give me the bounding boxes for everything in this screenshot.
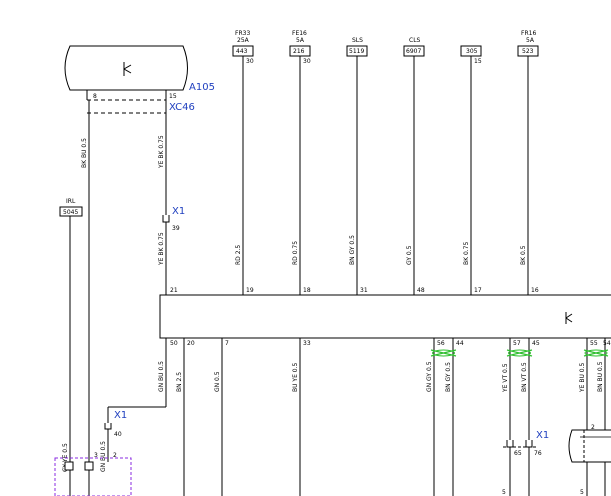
svg-text:21: 21 (170, 287, 178, 294)
svg-text:48: 48 (417, 287, 425, 294)
partial-component-right: 2 5 (568, 424, 611, 496)
svg-text:GN 0.5: GN 0.5 (214, 371, 221, 392)
svg-text:2: 2 (591, 424, 595, 431)
partial-connector-left: 3 2 (54, 452, 132, 496)
svg-text:5A: 5A (526, 37, 535, 44)
a105-label: A105 (189, 82, 215, 93)
fuse-fe16: FE16 5A 216 30 RD 0.75 (289, 30, 311, 295)
svg-text:BU YE 0.5: BU YE 0.5 (292, 362, 299, 392)
wire-left-gn-label: GN BU 0.5 (100, 441, 107, 472)
svg-text:BN BU 0.5: BN BU 0.5 (597, 361, 604, 392)
svg-text:5119: 5119 (349, 48, 364, 55)
module-bottom-pins: 50 20 7 33 56 44 57 45 55 54 (170, 340, 611, 347)
main-module[interactable] (159, 294, 611, 339)
svg-text:BN GY 0.5: BN GY 0.5 (445, 362, 452, 392)
svg-text:BK 0.75: BK 0.75 (463, 242, 470, 266)
xc46-label: XC46 (169, 102, 195, 113)
svg-text:20: 20 (187, 340, 195, 347)
svg-text:55: 55 (590, 340, 598, 347)
svg-text:443: 443 (236, 48, 248, 55)
svg-text:50: 50 (170, 340, 178, 347)
svg-text:GN BU 0.5: GN BU 0.5 (158, 361, 165, 392)
svg-text:6907: 6907 (406, 48, 421, 55)
svg-text:15: 15 (474, 58, 482, 65)
svg-text:FE16: FE16 (292, 30, 307, 37)
svg-text:X1: X1 (536, 430, 549, 441)
svg-text:30: 30 (303, 58, 311, 65)
fuse-fr16: FR16 5A 523 BK 0.5 (517, 30, 539, 295)
svg-text:523: 523 (522, 48, 534, 55)
svg-text:GN GY 0.5: GN GY 0.5 (426, 361, 433, 392)
wire-a105-right-label: YE BK 0.75 (158, 135, 165, 169)
irl-name: IRL (66, 198, 76, 205)
wire-a105-left-label: BK BU 0.5 (81, 138, 88, 168)
wire-left-gy-label: GY YE 0.5 (62, 443, 69, 472)
svg-text:BN VT 0.5: BN VT 0.5 (521, 362, 528, 392)
fuse-fr33: FR33 25A 443 30 RD 2.5 (232, 30, 254, 295)
svg-text:56: 56 (437, 340, 445, 347)
svg-text:76: 76 (534, 450, 542, 457)
svg-text:SLS: SLS (352, 37, 363, 44)
svg-text:RD 2.5: RD 2.5 (235, 245, 242, 265)
svg-text:305: 305 (466, 48, 478, 55)
x1a-label: X1 (172, 206, 185, 217)
svg-text:57: 57 (513, 340, 521, 347)
svg-text:RD 0.75: RD 0.75 (292, 241, 299, 265)
fuse-305: 305 15 BK 0.75 (460, 45, 482, 295)
pin-label: 5 (502, 489, 506, 496)
svg-text:17: 17 (474, 287, 482, 294)
twisted-pair-55-54[interactable]: YE BU 0.5 BN BU 0.5 (579, 338, 609, 430)
xc46-pin-left: 8 (93, 93, 97, 100)
wire-50[interactable]: GN BU 0.5 (107, 338, 167, 423)
twisted-pair-56-44[interactable]: GN GY 0.5 BN GY 0.5 (426, 338, 457, 496)
svg-text:25A: 25A (237, 37, 250, 44)
irl-code: 5045 (63, 209, 78, 216)
svg-text:30: 30 (246, 58, 254, 65)
fuse-sls: SLS 5119 BN GY 0.5 (346, 37, 368, 295)
irl-terminal: IRL 5045 (59, 198, 83, 496)
svg-text:44: 44 (456, 340, 464, 347)
svg-text:BN 2.5: BN 2.5 (176, 372, 183, 392)
module-top-pins: 21 19 18 31 48 17 16 (170, 287, 539, 294)
x1a-pin: 39 (172, 225, 180, 232)
svg-text:40: 40 (114, 431, 122, 438)
a105-component[interactable]: A105 (64, 45, 215, 93)
svg-text:YE BU 0.5: YE BU 0.5 (579, 362, 586, 393)
svg-text:3: 3 (94, 452, 98, 459)
svg-text:31: 31 (360, 287, 368, 294)
xc46-pin-right: 15 (169, 93, 177, 100)
x1-connector-c: X1 65 76 (503, 430, 549, 496)
svg-text:45: 45 (532, 340, 540, 347)
wire-a105-right-bottom-label: YE BK 0.75 (158, 232, 165, 266)
transistor-icon (123, 62, 132, 76)
svg-text:GY 0.5: GY 0.5 (406, 245, 413, 265)
svg-text:5: 5 (580, 489, 584, 496)
svg-text:33: 33 (303, 340, 311, 347)
svg-text:16: 16 (531, 287, 539, 294)
fuse-cls: CLS 6907 GY 0.5 (403, 37, 425, 295)
svg-text:CLS: CLS (409, 37, 421, 44)
svg-text:BK 0.5: BK 0.5 (520, 245, 527, 265)
svg-text:5A: 5A (296, 37, 305, 44)
svg-text:YE VT 0.5: YE VT 0.5 (502, 363, 509, 393)
svg-text:7: 7 (225, 340, 229, 347)
svg-text:FR16: FR16 (521, 30, 536, 37)
svg-text:54: 54 (603, 340, 611, 347)
svg-text:2: 2 (113, 452, 117, 459)
svg-text:FR33: FR33 (235, 30, 250, 37)
svg-text:216: 216 (293, 48, 305, 55)
xc46-connector: 8 15 XC46 (86, 90, 195, 114)
svg-text:BN GY 0.5: BN GY 0.5 (349, 235, 356, 265)
svg-text:18: 18 (303, 287, 311, 294)
svg-text:19: 19 (246, 287, 254, 294)
transistor-icon (565, 312, 573, 324)
svg-text:65: 65 (514, 450, 522, 457)
twisted-pair-57-45[interactable]: YE VT 0.5 BN VT 0.5 (502, 338, 533, 440)
svg-text:X1: X1 (114, 410, 127, 421)
